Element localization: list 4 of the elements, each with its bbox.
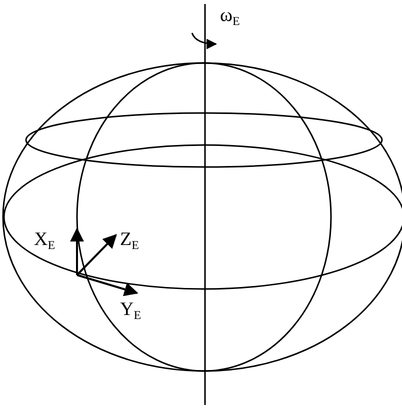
- axis-label: ω$_{E}$: [220, 6, 240, 27]
- axis-label: X$_{E}$: [34, 230, 56, 251]
- axis-label: Z$_{E}$: [120, 230, 139, 251]
- axis-label: Y$_{E}$: [120, 300, 142, 321]
